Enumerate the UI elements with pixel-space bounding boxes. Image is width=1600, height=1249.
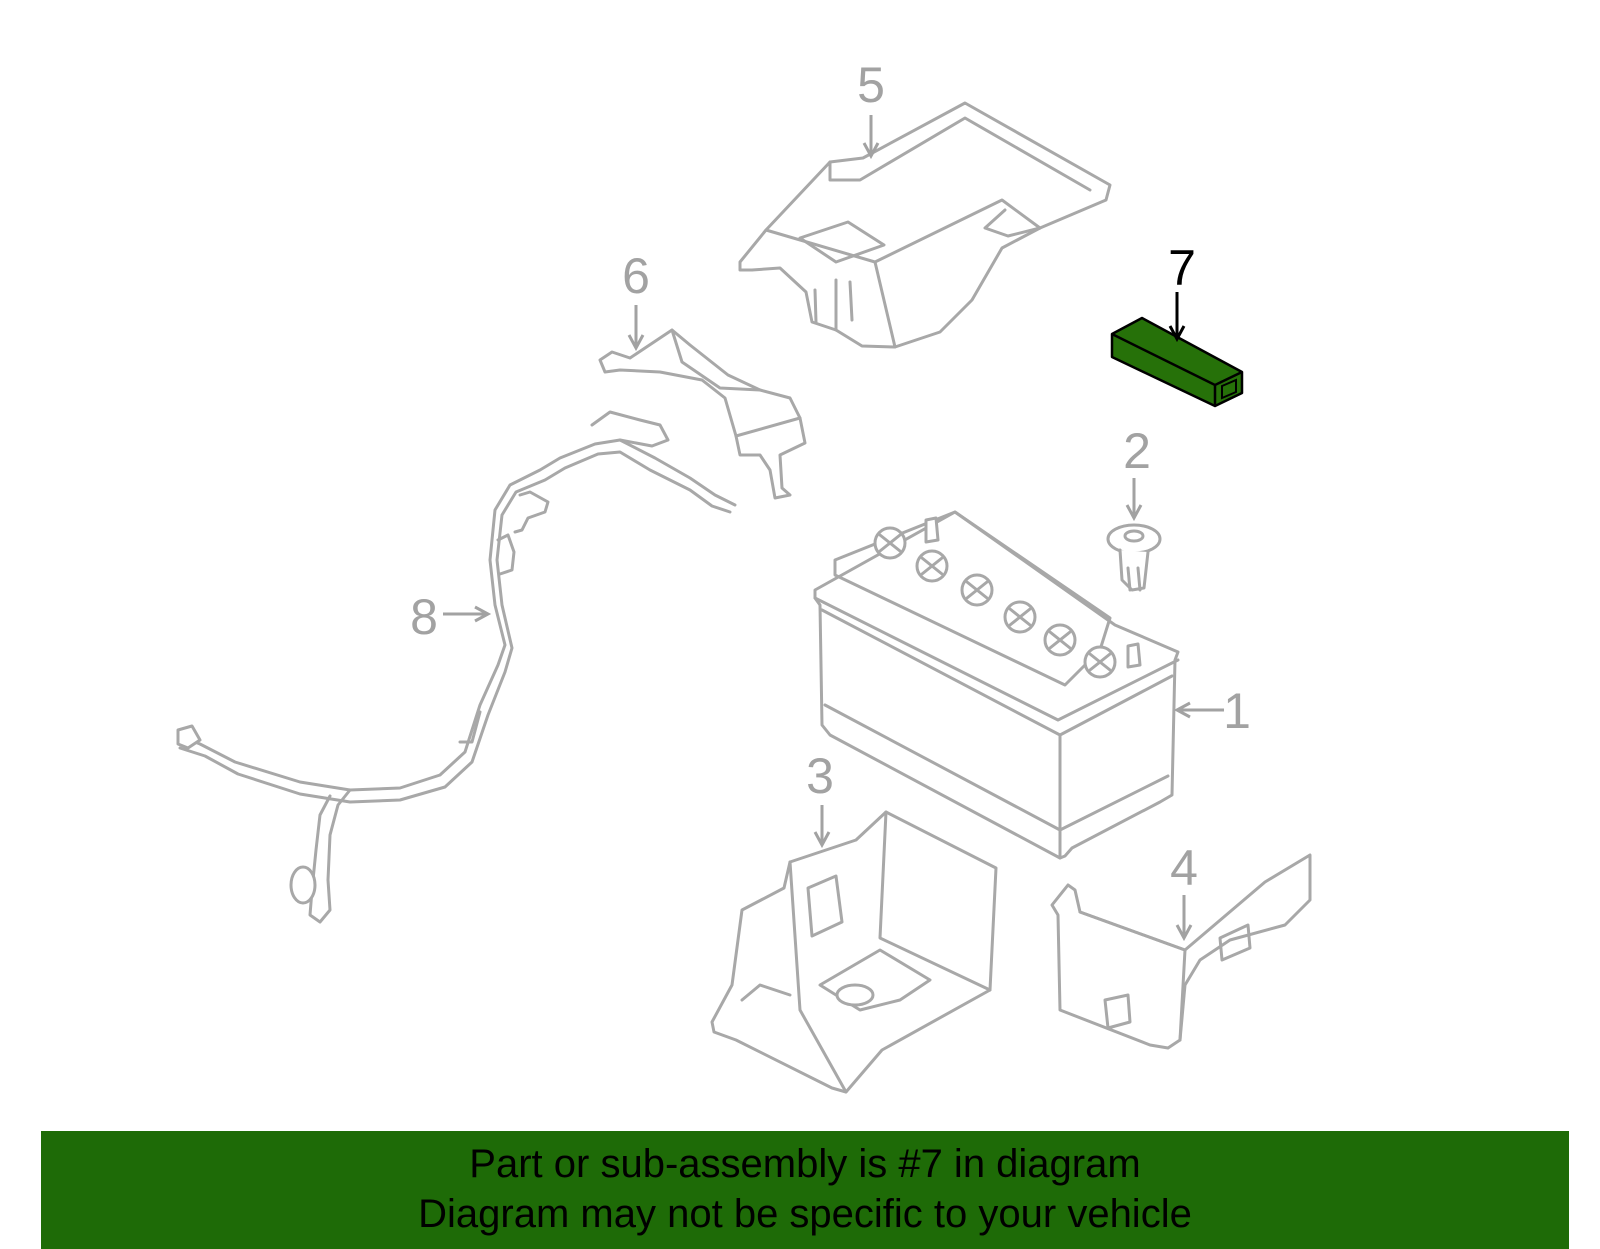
leader-5-head <box>862 142 880 160</box>
callout-5: 5 <box>857 57 885 113</box>
part-battery-cable <box>176 410 737 924</box>
part-cable-holder <box>598 328 807 500</box>
leader-2-head <box>1125 504 1143 522</box>
leader-6-head <box>627 334 645 352</box>
leader-4-head <box>1175 924 1193 942</box>
part-vent-plug <box>1106 523 1162 592</box>
leader-1-head <box>1173 701 1191 719</box>
leader-8-head <box>474 605 492 623</box>
part-tray-bracket <box>1050 853 1312 1050</box>
banner-line-2: Diagram may not be specific to your vehi… <box>418 1192 1192 1236</box>
callout-1: 1 <box>1223 683 1251 739</box>
part-battery-tray <box>710 810 998 1094</box>
info-banner: Part or sub-assembly is #7 in diagram Di… <box>41 1131 1569 1249</box>
banner-line-1: Part or sub-assembly is #7 in diagram <box>469 1142 1141 1186</box>
part-highlighted-7[interactable] <box>1110 316 1244 408</box>
callout-8: 8 <box>410 589 438 645</box>
callout-3: 3 <box>806 748 834 804</box>
callout-4: 4 <box>1170 840 1198 896</box>
callout-6: 6 <box>622 248 650 304</box>
part-battery-cover <box>738 101 1112 349</box>
part-7-body[interactable] <box>1110 316 1244 408</box>
callout-2: 2 <box>1123 423 1151 479</box>
leader-3-head <box>813 831 831 849</box>
callout-7[interactable]: 7 <box>1168 240 1196 296</box>
leader-7-head <box>1168 325 1186 343</box>
part-battery <box>813 510 1180 860</box>
